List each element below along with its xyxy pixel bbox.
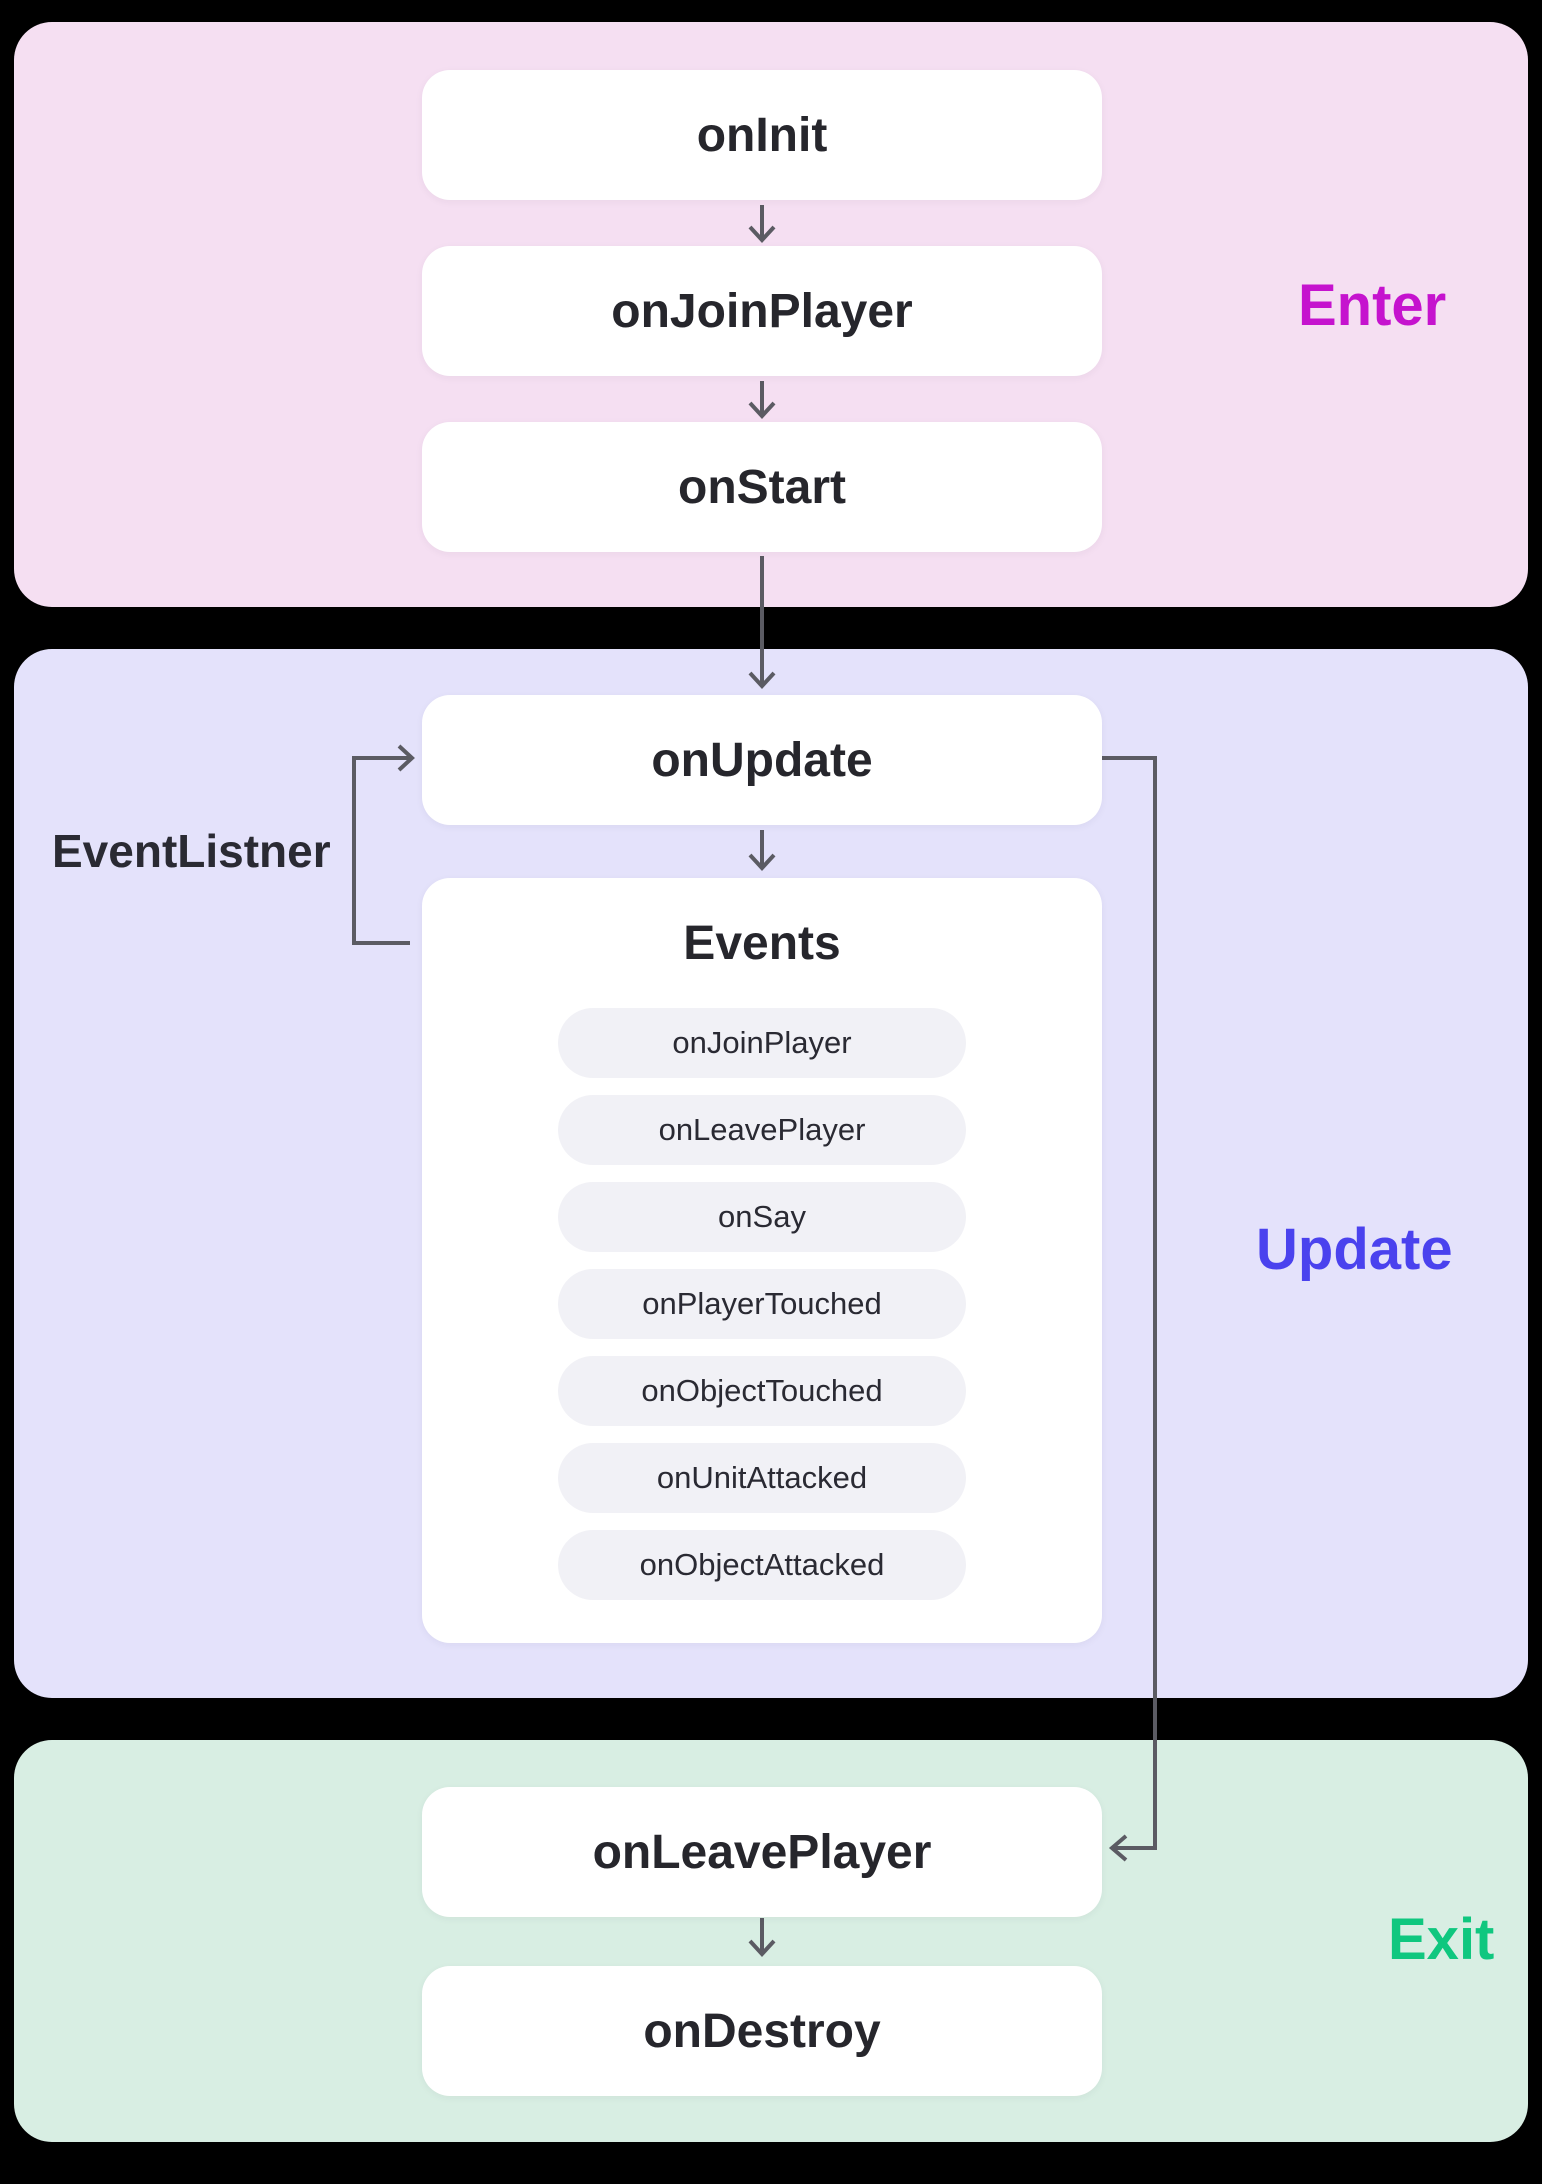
event-listener-label: EventListner xyxy=(52,825,331,877)
event-pill-onsay: onSay xyxy=(558,1182,966,1252)
node-oninit: onInit xyxy=(422,70,1102,200)
events-list: onJoinPlayer onLeavePlayer onSay onPlaye… xyxy=(558,1008,966,1617)
event-pill-onplayertouched: onPlayerTouched xyxy=(558,1269,966,1339)
event-pill-onobjectattacked: onObjectAttacked xyxy=(558,1530,966,1600)
node-onjoinplayer: onJoinPlayer xyxy=(422,246,1102,376)
node-onleaveplayer: onLeavePlayer xyxy=(422,1787,1102,1917)
node-onupdate: onUpdate xyxy=(422,695,1102,825)
events-panel-title: Events xyxy=(683,917,841,970)
phase-label-enter: Enter xyxy=(1298,273,1447,338)
node-ondestroy: onDestroy xyxy=(422,1966,1102,2096)
phase-label-update: Update xyxy=(1256,1217,1453,1282)
phase-label-exit: Exit xyxy=(1388,1907,1495,1972)
event-pill-onleaveplayer: onLeavePlayer xyxy=(558,1095,966,1165)
event-pill-onobjecttouched: onObjectTouched xyxy=(558,1356,966,1426)
node-onstart: onStart xyxy=(422,422,1102,552)
events-panel: Events onJoinPlayer onLeavePlayer onSay … xyxy=(422,878,1102,1643)
event-pill-onunitattacked: onUnitAttacked xyxy=(558,1443,966,1513)
event-pill-onjoinplayer: onJoinPlayer xyxy=(558,1008,966,1078)
